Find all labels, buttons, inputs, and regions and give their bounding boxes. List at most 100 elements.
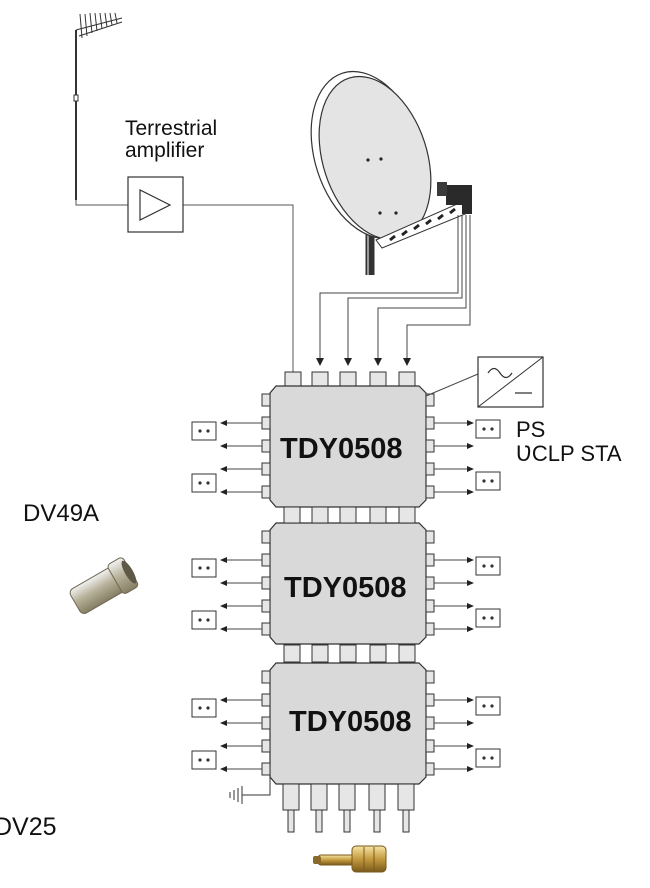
- left-output-arrow: [220, 603, 227, 609]
- right-output-arrow: [467, 743, 474, 749]
- right-output-arrow: [467, 626, 474, 632]
- port-left: [262, 694, 270, 706]
- port-left: [262, 417, 270, 429]
- socket-hole: [482, 564, 485, 567]
- socket-hole: [206, 429, 209, 432]
- left-output-arrow: [220, 743, 227, 749]
- port-right: [426, 623, 434, 635]
- socket-hole: [206, 618, 209, 621]
- socket-hole: [490, 564, 493, 567]
- port-right: [426, 740, 434, 752]
- port-left: [262, 463, 270, 475]
- terrestrial-amplifier: [128, 177, 183, 232]
- dv49a-label: DV49A: [23, 500, 99, 528]
- terrestrial-label-line1: Terrestrial: [125, 118, 217, 140]
- port-left: [262, 486, 270, 498]
- port-right: [426, 763, 434, 775]
- ground-symbol: [230, 775, 270, 804]
- wall-socket-right: [476, 749, 500, 767]
- left-output-arrow: [220, 557, 227, 563]
- socket-hole: [198, 758, 201, 761]
- wall-socket-left: [192, 751, 216, 769]
- port-right: [426, 600, 434, 612]
- socket-hole: [198, 566, 201, 569]
- left-output-arrow: [220, 466, 227, 472]
- ps-label-line1: PS: [516, 418, 622, 442]
- left-output-arrow: [220, 420, 227, 426]
- port-right: [426, 486, 434, 498]
- module-label-3: TDY0508: [289, 706, 412, 739]
- port-right: [426, 463, 434, 475]
- right-output-arrow: [467, 720, 474, 726]
- wall-socket-left: [192, 611, 216, 629]
- wall-socket-left: [192, 474, 216, 492]
- port-left: [262, 623, 270, 635]
- terrestrial-cable: [76, 200, 128, 205]
- left-output-arrow: [220, 766, 227, 772]
- wall-socket-right: [476, 697, 500, 715]
- right-output-arrow: [467, 420, 474, 426]
- port-left: [262, 531, 270, 543]
- socket-hole: [490, 616, 493, 619]
- socket-hole: [490, 427, 493, 430]
- power-supply-label: PS ƲCLP STA: [516, 418, 622, 466]
- right-output-arrow: [467, 443, 474, 449]
- port-right: [426, 671, 434, 683]
- terrestrial-antenna: [74, 13, 122, 200]
- left-output-arrow: [220, 580, 227, 586]
- socket-hole: [482, 704, 485, 707]
- right-output-arrow: [467, 466, 474, 472]
- socket-hole: [490, 479, 493, 482]
- port-left: [262, 717, 270, 729]
- port-left: [262, 740, 270, 752]
- port-right: [426, 577, 434, 589]
- socket-hole: [198, 618, 201, 621]
- left-output-arrow: [220, 443, 227, 449]
- power-supply: [426, 357, 543, 407]
- right-output-arrow: [467, 766, 474, 772]
- input-connectors: [285, 372, 415, 386]
- port-right: [426, 717, 434, 729]
- right-output-arrow: [467, 489, 474, 495]
- dv25-connector-image: [313, 846, 386, 872]
- right-output-arrow: [467, 557, 474, 563]
- socket-hole: [482, 479, 485, 482]
- wall-socket-right: [476, 472, 500, 490]
- right-output-arrow: [467, 697, 474, 703]
- right-output-arrow: [467, 603, 474, 609]
- left-output-arrow: [220, 626, 227, 632]
- port-left: [262, 763, 270, 775]
- socket-hole: [482, 427, 485, 430]
- socket-hole: [482, 756, 485, 759]
- socket-hole: [490, 704, 493, 707]
- socket-hole: [482, 616, 485, 619]
- socket-hole: [206, 566, 209, 569]
- module-label-2: TDY0508: [284, 572, 407, 605]
- wall-socket-left: [192, 559, 216, 577]
- socket-hole: [206, 706, 209, 709]
- port-left: [262, 671, 270, 683]
- port-left: [262, 394, 270, 406]
- port-right: [426, 417, 434, 429]
- wall-socket-right: [476, 609, 500, 627]
- port-left: [262, 554, 270, 566]
- socket-hole: [206, 758, 209, 761]
- terrestrial-label-line2: amplifier: [125, 140, 217, 162]
- wall-socket-right: [476, 557, 500, 575]
- port-left: [262, 440, 270, 452]
- left-output-arrow: [220, 489, 227, 495]
- socket-hole: [490, 756, 493, 759]
- socket-hole: [198, 481, 201, 484]
- right-output-arrow: [467, 580, 474, 586]
- port-left: [262, 577, 270, 589]
- ps-label-line2: ƲCLP STA: [516, 442, 622, 466]
- input-arrows: [316, 358, 411, 366]
- port-right: [426, 554, 434, 566]
- wall-socket-left: [192, 699, 216, 717]
- port-right: [426, 440, 434, 452]
- port-right: [426, 694, 434, 706]
- socket-hole: [198, 429, 201, 432]
- socket-hole: [198, 706, 201, 709]
- wall-socket-left: [192, 422, 216, 440]
